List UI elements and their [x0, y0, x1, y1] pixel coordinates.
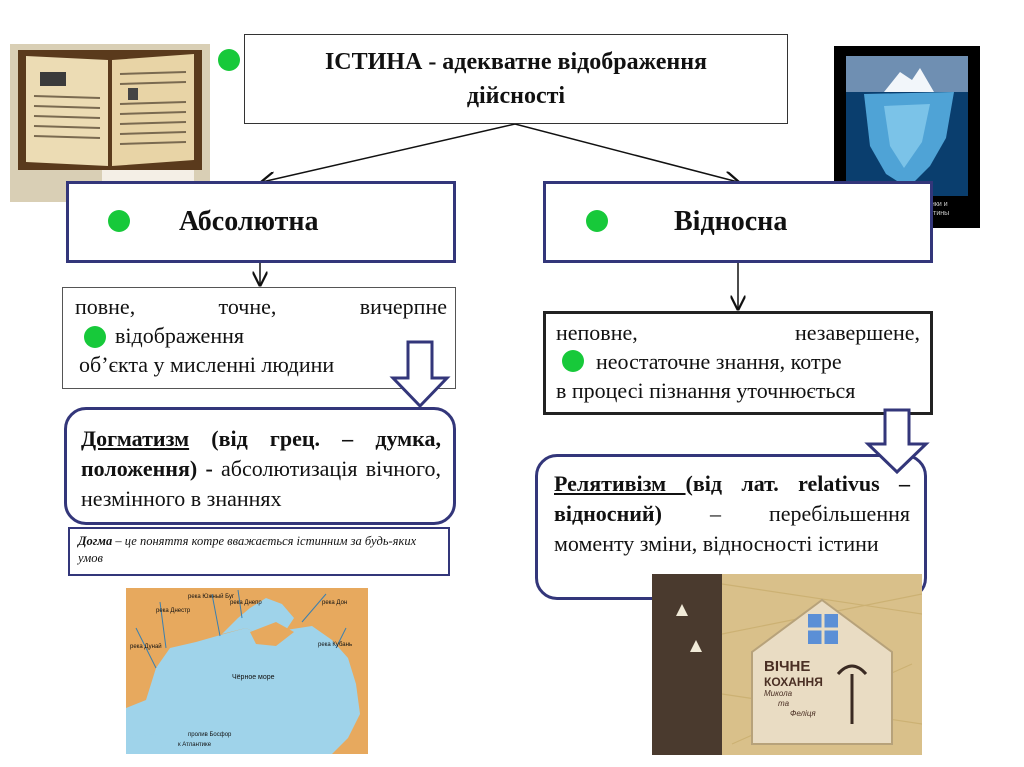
black-sea-map: река Днестр река Южный Буг река Днепр ре… — [126, 588, 368, 754]
bullet-absolute-desc — [84, 326, 106, 348]
relative-box: Відносна — [543, 181, 933, 263]
absolute-heading: Абсолютна — [179, 206, 319, 237]
dogmatism-box: Догматизм (від грец. – думка, положення)… — [64, 407, 456, 525]
arrow-to-relative — [514, 123, 738, 182]
bullet-title — [218, 49, 240, 71]
arrow-to-absolute — [262, 123, 516, 182]
bullet-absolute — [108, 210, 130, 232]
sign-text: ВІЧНЕ КОХАННЯ Микола та Фелiця — [764, 658, 823, 718]
eternal-love-sign-image: ВІЧНЕ КОХАННЯ Микола та Фелiця — [652, 574, 922, 755]
absolute-box: Абсолютна — [66, 181, 456, 263]
relative-heading: Відносна — [674, 206, 788, 237]
dogma-note: Догма – це поняття котре вважається істи… — [68, 527, 450, 576]
bullet-relative-desc — [562, 350, 584, 372]
absolute-description: повне, точне, вичерпне відображення об’є… — [62, 287, 456, 389]
relative-description: неповне, незавершене, неостаточне знання… — [543, 311, 933, 415]
old-book-image — [10, 44, 210, 202]
truth-definition-box: ІСТИНА - адекватне відображення дійсност… — [244, 34, 788, 124]
bullet-relative — [586, 210, 608, 232]
